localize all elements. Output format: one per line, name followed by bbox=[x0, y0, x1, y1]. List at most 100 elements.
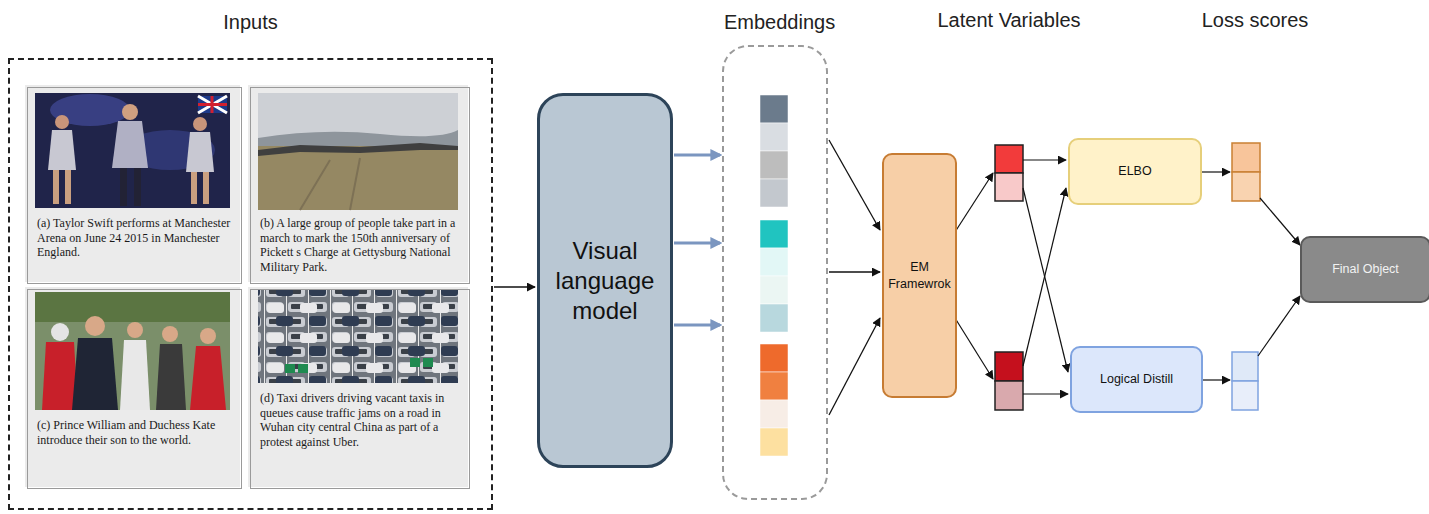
column-heading: Loss scores bbox=[1202, 8, 1309, 32]
wire-arrow bbox=[1023, 393, 1068, 394]
photo-sky bbox=[258, 93, 458, 210]
image-caption: (c) Prince William and Duchess Kate intr… bbox=[37, 418, 232, 447]
latent-cell bbox=[995, 381, 1023, 410]
loss-box: ELBO bbox=[1068, 138, 1202, 205]
field-ground bbox=[258, 146, 458, 210]
wire-arrow bbox=[1023, 159, 1066, 160]
embedding-vectors bbox=[760, 95, 788, 456]
vector-cell bbox=[760, 276, 788, 304]
performer-head bbox=[122, 104, 138, 120]
performer-body bbox=[186, 132, 214, 172]
vector-cell bbox=[760, 220, 788, 248]
number-tag bbox=[285, 364, 295, 373]
vector-cell bbox=[760, 123, 788, 151]
person-head bbox=[200, 328, 216, 344]
wire-arrow bbox=[1260, 198, 1300, 245]
wire-arrow bbox=[1023, 188, 1066, 366]
vector-cell bbox=[760, 344, 788, 372]
latent-cell bbox=[995, 145, 1023, 173]
photo-trees bbox=[35, 292, 230, 322]
latent-cell bbox=[995, 173, 1023, 201]
person-head bbox=[162, 326, 178, 342]
wire-arrow bbox=[1023, 188, 1068, 372]
number-tag bbox=[410, 358, 420, 367]
vector-cell bbox=[760, 400, 788, 428]
performer-leg bbox=[53, 170, 59, 204]
flow-arrow bbox=[829, 271, 880, 272]
number-tag bbox=[298, 364, 308, 373]
person-head bbox=[85, 316, 105, 336]
loss-cell bbox=[1232, 381, 1258, 410]
output-box: Final Object bbox=[1300, 236, 1429, 303]
flag bbox=[198, 96, 227, 113]
model-box: Visual language model bbox=[537, 93, 673, 468]
image-caption: (d) Taxi drivers driving vacant taxis in… bbox=[260, 391, 460, 450]
group-heading: Inputs bbox=[10, 10, 491, 34]
vector-cell bbox=[760, 428, 788, 456]
performer-head bbox=[193, 117, 207, 131]
field-track bbox=[300, 158, 360, 210]
image-caption: (a) Taylor Swift performs at Manchester … bbox=[37, 216, 232, 260]
card-paper bbox=[248, 287, 468, 487]
vector-cell bbox=[760, 372, 788, 400]
performer-leg bbox=[191, 172, 197, 204]
vector-cell bbox=[760, 151, 788, 179]
flow-arrow bbox=[674, 324, 720, 327]
wire-arrow bbox=[955, 318, 993, 379]
performer-leg bbox=[65, 170, 71, 204]
vector-cell bbox=[760, 304, 788, 332]
column-heading: Latent Variables bbox=[937, 8, 1080, 32]
concert-photo bbox=[35, 93, 230, 208]
fan-jersey bbox=[120, 340, 150, 410]
card-paper bbox=[25, 85, 240, 282]
flag-cross bbox=[198, 96, 227, 113]
image-card: (d) Taxi drivers driving vacant taxis in… bbox=[250, 289, 470, 489]
loss-cell bbox=[1232, 172, 1260, 201]
image-card: (a) Taylor Swift performs at Manchester … bbox=[27, 87, 242, 284]
fan-jersey bbox=[190, 346, 226, 410]
flow-arrow bbox=[829, 318, 880, 415]
performer-leg bbox=[203, 172, 209, 204]
taxi-photo bbox=[258, 290, 458, 383]
march-photo bbox=[258, 93, 458, 210]
person-suit bbox=[72, 338, 118, 410]
wire-arrow bbox=[1203, 379, 1230, 380]
process-box: EM Framewrok bbox=[882, 153, 957, 398]
box-label: EM Framewrok bbox=[888, 259, 951, 292]
wire-arrow bbox=[1258, 296, 1300, 356]
vector-cell bbox=[760, 179, 788, 207]
flow-arrow bbox=[674, 242, 720, 245]
number-tag bbox=[423, 358, 433, 367]
image-card: (b) A large group of people take part in… bbox=[250, 87, 470, 284]
person-head bbox=[127, 322, 143, 338]
card-paper bbox=[248, 85, 468, 282]
performer-leg bbox=[134, 168, 141, 206]
wire-arrow bbox=[1202, 171, 1230, 172]
crowd-line bbox=[258, 143, 458, 156]
loss-cell bbox=[1232, 143, 1260, 172]
box-label: Visual language model bbox=[546, 236, 664, 326]
vector-cell bbox=[760, 248, 788, 276]
flag-cross bbox=[198, 96, 227, 113]
flow-arrow bbox=[494, 286, 535, 287]
royal-photo bbox=[35, 292, 230, 410]
box-label: ELBO bbox=[1118, 163, 1151, 179]
image-caption: (b) A large group of people take part in… bbox=[260, 216, 460, 275]
box-label: Logical Distill bbox=[1100, 371, 1173, 387]
flow-arrow bbox=[829, 140, 880, 230]
group-heading: Embeddings bbox=[724, 10, 826, 34]
latent-cell bbox=[995, 352, 1023, 381]
photo-ground bbox=[35, 93, 230, 208]
loss-cell bbox=[1232, 352, 1258, 381]
card-paper bbox=[25, 287, 240, 487]
flow-arrow bbox=[674, 154, 720, 157]
fan-jersey bbox=[42, 342, 78, 410]
input-panel: (a) Taylor Swift performs at Manchester … bbox=[8, 58, 493, 510]
performer-body bbox=[48, 130, 76, 170]
embedding-group: Embeddings bbox=[722, 45, 828, 500]
parked-cars bbox=[258, 290, 458, 383]
